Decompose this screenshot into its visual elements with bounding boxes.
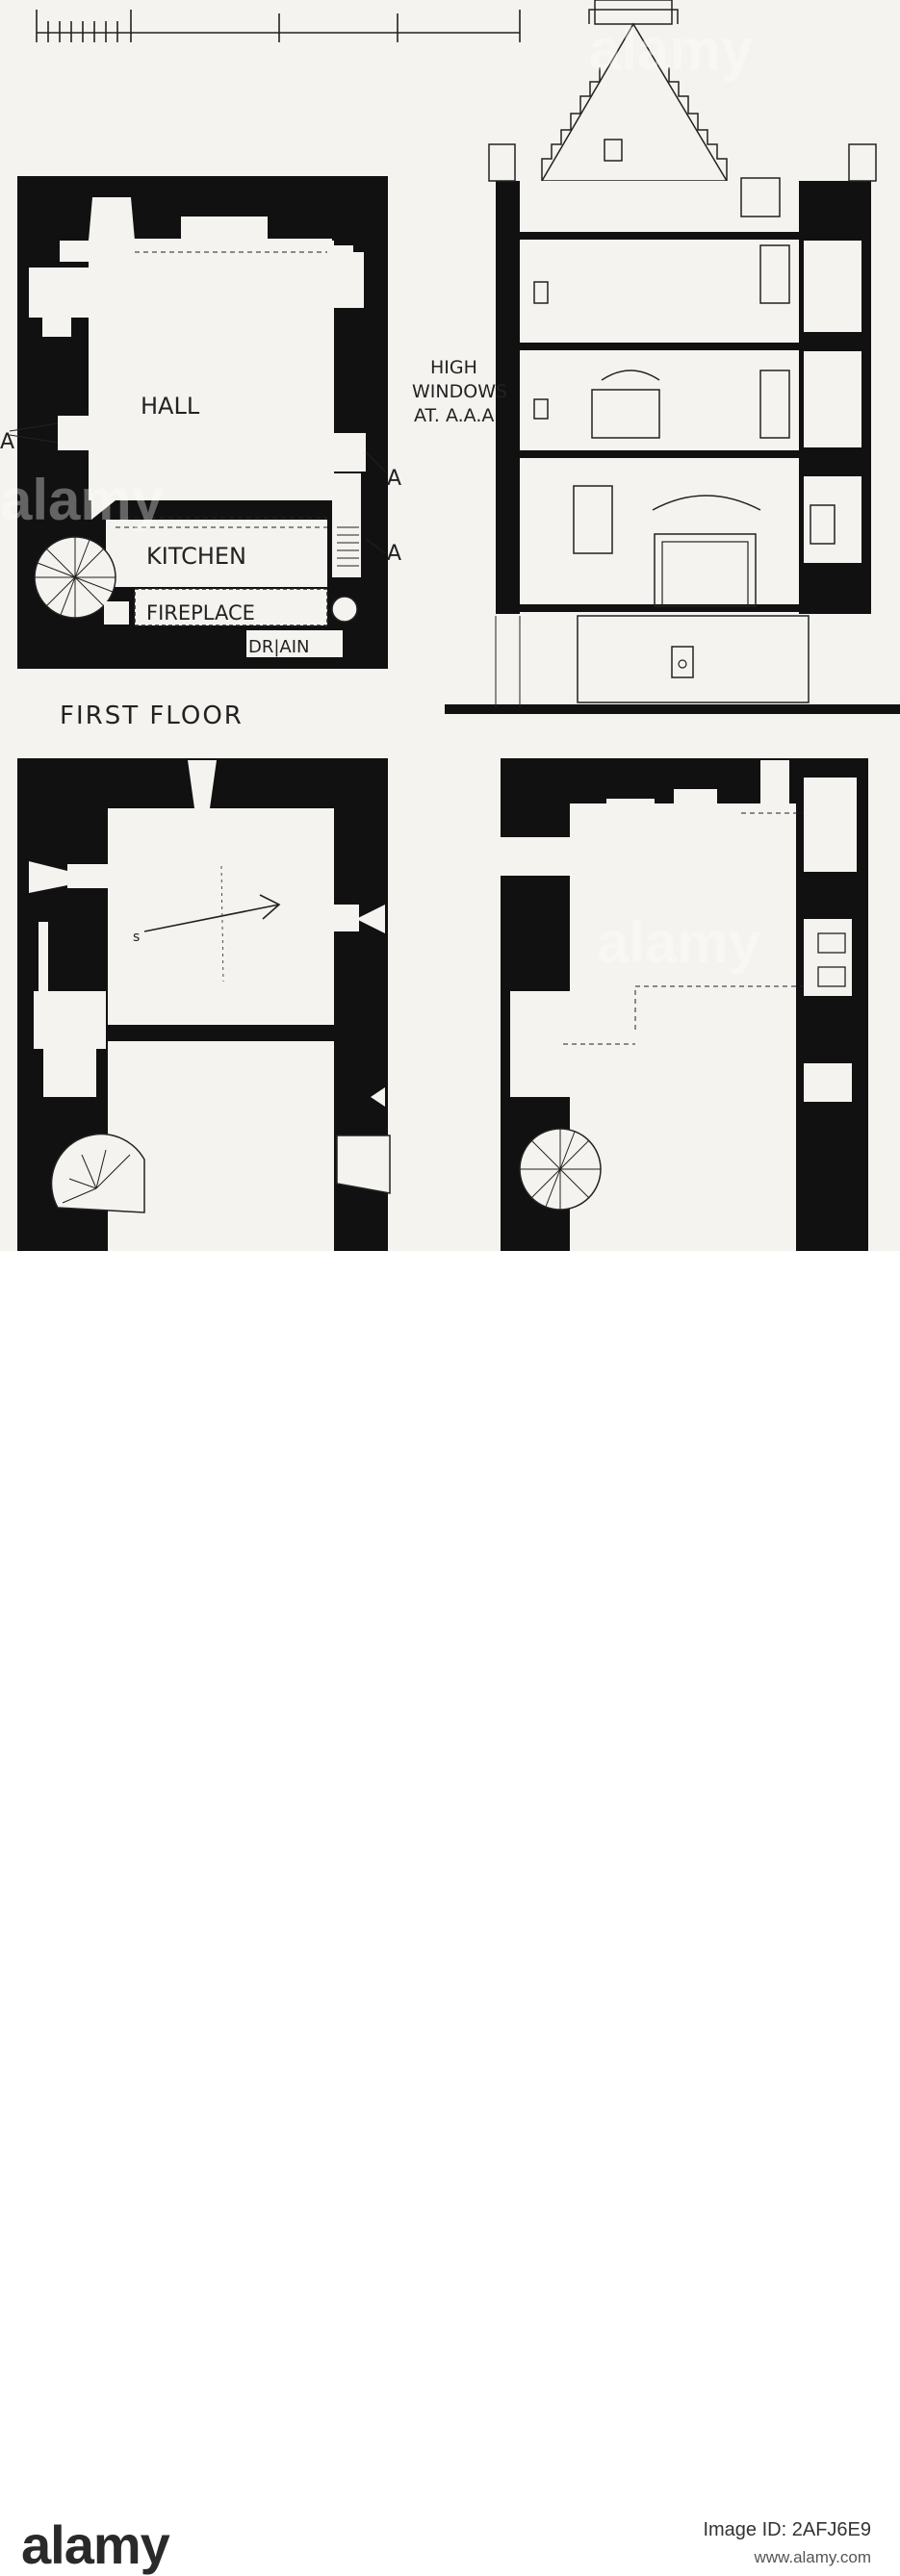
- hall-label: HALL: [141, 393, 200, 420]
- at-aaa-label: AT. A.A.A: [414, 405, 494, 426]
- high-label: HIGH: [430, 357, 477, 378]
- fireplace-label: FIREPLACE: [146, 601, 255, 625]
- kitchen-label: KITCHEN: [146, 543, 246, 570]
- watermark-bottom: alamy: [597, 910, 761, 975]
- first-floor-plan: HALL KITCHEN FIREPLACE DR|AIN A A A FIRS…: [0, 176, 401, 730]
- mark-a-right-2: A: [387, 542, 401, 566]
- architectural-drawing: HALL KITCHEN FIREPLACE DR|AIN A A A FIRS…: [0, 0, 900, 1251]
- section-elevation: HIGH WINDOWS AT. A.A.A: [412, 0, 900, 714]
- stock-logo[interactable]: alamy: [21, 2514, 170, 2575]
- upper-floor-plan: [501, 758, 868, 1251]
- stock-footer: alamy Image ID: 2AFJ6E9 www.alamy.com: [0, 1251, 900, 2575]
- drain-label: DR|AIN: [248, 637, 310, 657]
- drawing-svg: HALL KITCHEN FIREPLACE DR|AIN A A A FIRS…: [0, 0, 900, 1251]
- image-id: Image ID: 2AFJ6E9: [703, 2519, 871, 2540]
- site-url[interactable]: www.alamy.com: [754, 2548, 871, 2566]
- windows-label: WINDOWS: [412, 381, 507, 402]
- scale-bar: [36, 10, 521, 42]
- watermark-left: alamy: [0, 468, 165, 532]
- stair-mark: s: [133, 930, 140, 945]
- ground-floor-plan: s: [17, 758, 391, 1251]
- first-floor-label: FIRST FLOOR: [60, 701, 244, 730]
- mark-a-right-1: A: [387, 467, 401, 491]
- mark-a-left: A: [0, 430, 14, 454]
- watermark-top: alamy: [589, 17, 754, 82]
